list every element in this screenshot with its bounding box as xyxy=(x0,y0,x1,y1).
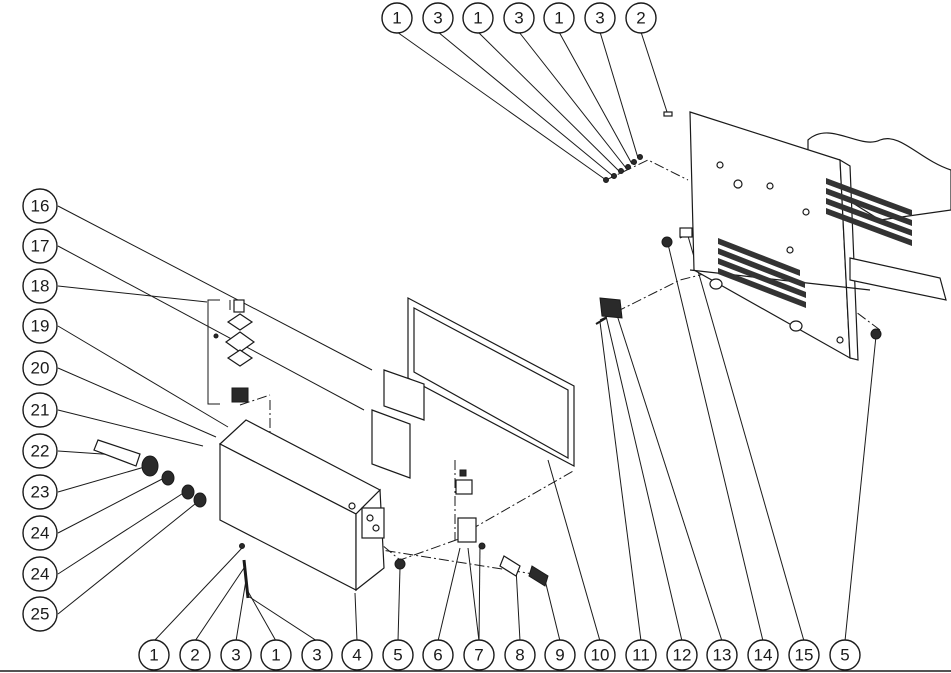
callout-label: 3 xyxy=(231,646,240,665)
callout-label: 6 xyxy=(433,646,442,665)
cable-gland xyxy=(93,439,207,508)
callout-label: 23 xyxy=(22,474,58,510)
callout-label: 12 xyxy=(666,639,698,671)
callout-label: 6 xyxy=(422,639,454,671)
callout-label: 20 xyxy=(22,350,58,386)
callout-label: 23 xyxy=(31,483,50,502)
callout-label: 10 xyxy=(584,639,616,671)
callout-label: 11 xyxy=(632,646,650,665)
callout-label: 22 xyxy=(31,442,50,461)
callout-label: 1 xyxy=(149,646,158,665)
callout-label: 3 xyxy=(595,9,604,28)
callout-label: 15 xyxy=(795,646,814,665)
callout-label: 21 xyxy=(22,392,58,428)
callout-label: 3 xyxy=(584,2,616,34)
callout-label: 15 xyxy=(788,639,820,671)
callout-label: 3 xyxy=(220,639,252,671)
top-fasteners xyxy=(603,154,643,183)
callout-label: 5 xyxy=(840,646,849,665)
callout-label: 1 xyxy=(381,2,413,34)
callout-label: 5 xyxy=(382,639,414,671)
callout-label: 10 xyxy=(591,646,610,665)
callout-label: 1 xyxy=(473,9,482,28)
callout-label: 1 xyxy=(554,9,563,28)
callout-label: 8 xyxy=(504,639,536,671)
callouts-left: 16 17 18 19 20 21 22 23 24 24 25 xyxy=(22,188,58,632)
callout-label: 20 xyxy=(31,359,50,378)
callout-label: 3 xyxy=(433,9,442,28)
callouts-bottom: 1 2 3 1 3 4 5 6 7 8 9 10 11 12 13 14 15 … xyxy=(138,639,861,671)
vent-slots-right xyxy=(826,178,912,246)
callout-label: 24 xyxy=(22,515,58,551)
callout-label: 3 xyxy=(312,646,321,665)
callout-label: 8 xyxy=(515,646,524,665)
callout-label: 24 xyxy=(31,524,50,543)
callout-label: 1 xyxy=(392,9,401,28)
callout-label: 12 xyxy=(673,646,692,665)
callouts-top: 1 3 1 3 1 3 2 xyxy=(381,2,657,34)
callout-label: 24 xyxy=(31,565,50,584)
callout-label: 9 xyxy=(544,639,576,671)
callout-label: 1 xyxy=(138,639,170,671)
callout-label: 19 xyxy=(22,308,58,344)
callout-label: 1 xyxy=(260,639,292,671)
callout-label: 1 xyxy=(271,646,280,665)
callout-label: 11 xyxy=(625,639,657,671)
panel-knobs xyxy=(661,227,882,340)
callout-label: 7 xyxy=(463,639,495,671)
callout-label: 13 xyxy=(706,639,738,671)
callout-label: 2 xyxy=(636,9,645,28)
callout-label: 14 xyxy=(754,646,773,665)
callout-label: 2 xyxy=(190,646,199,665)
callout-label: 5 xyxy=(829,639,861,671)
callout-label: 1 xyxy=(543,2,575,34)
callout-label: 3 xyxy=(503,2,535,34)
housing-box xyxy=(218,419,385,592)
callout-label: 25 xyxy=(22,596,58,632)
callout-label: 13 xyxy=(713,646,732,665)
filter-element xyxy=(595,297,623,325)
vent-slots-lower xyxy=(718,238,806,308)
leader-lines xyxy=(57,31,877,642)
callout-label: 24 xyxy=(22,556,58,592)
callout-label: 17 xyxy=(22,228,58,264)
switch-assembly xyxy=(207,299,256,405)
gasket-frame xyxy=(407,297,575,467)
rear-panel xyxy=(663,111,951,361)
callout-label: 22 xyxy=(22,433,58,469)
callout-label: 9 xyxy=(555,646,564,665)
callout-label: 21 xyxy=(31,401,50,420)
callout-label: 19 xyxy=(31,317,50,336)
callout-label: 16 xyxy=(22,188,58,224)
callout-label: 17 xyxy=(31,237,50,256)
callout-label: 3 xyxy=(422,2,454,34)
callout-label: 2 xyxy=(625,2,657,34)
callout-label: 1 xyxy=(462,2,494,34)
callout-label: 2 xyxy=(179,639,211,671)
callout-label: 16 xyxy=(31,197,50,216)
bottom-fasteners xyxy=(239,543,406,599)
callout-label: 25 xyxy=(31,605,50,624)
callout-label: 4 xyxy=(352,646,361,665)
callout-label: 4 xyxy=(341,639,373,671)
callout-label: 3 xyxy=(301,639,333,671)
cover-plates xyxy=(371,369,425,479)
callout-label: 7 xyxy=(474,646,483,665)
callout-label: 18 xyxy=(22,268,58,304)
valve-assembly xyxy=(455,469,549,587)
callout-label: 3 xyxy=(514,9,523,28)
callout-label: 14 xyxy=(747,639,779,671)
callout-label: 18 xyxy=(31,277,50,296)
callout-label: 5 xyxy=(393,646,402,665)
